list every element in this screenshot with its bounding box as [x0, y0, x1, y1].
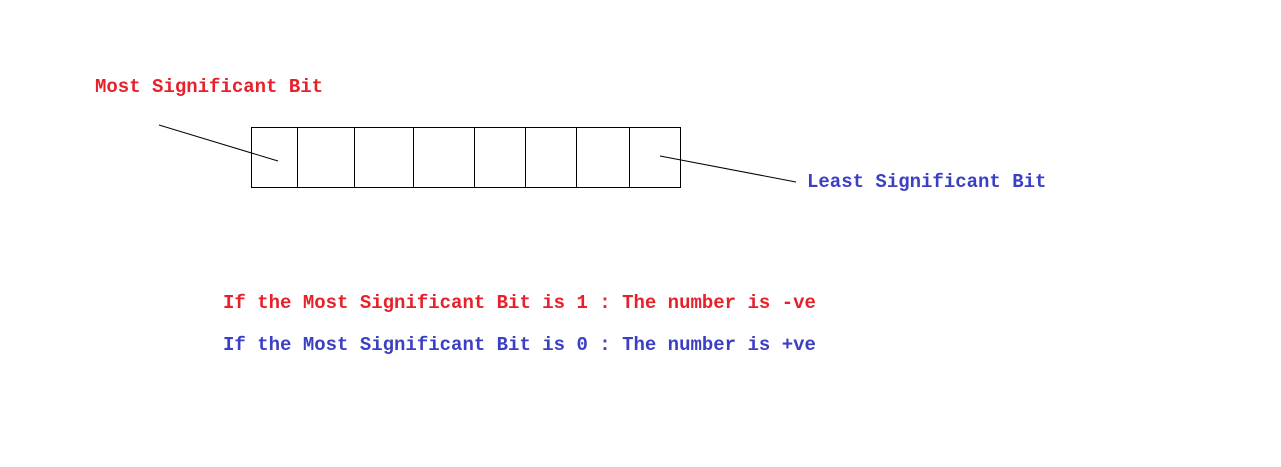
msb-label: Most Significant Bit [95, 76, 324, 98]
bit-cell [525, 127, 577, 188]
bit-cells [251, 127, 681, 188]
bit-cell [413, 127, 475, 188]
bit-cell [474, 127, 526, 188]
bit-cell [576, 127, 630, 188]
bit-cell [297, 127, 355, 188]
lsb-label: Least Significant Bit [807, 171, 1047, 193]
lsb-pointer-line [659, 155, 797, 183]
bit-cell [354, 127, 414, 188]
msb-pointer-line [158, 124, 279, 162]
rule-msb-one: If the Most Significant Bit is 1 : The n… [223, 292, 816, 314]
bit-cell [251, 127, 298, 188]
rule-msb-zero: If the Most Significant Bit is 0 : The n… [223, 334, 816, 356]
bit-cell [629, 127, 681, 188]
